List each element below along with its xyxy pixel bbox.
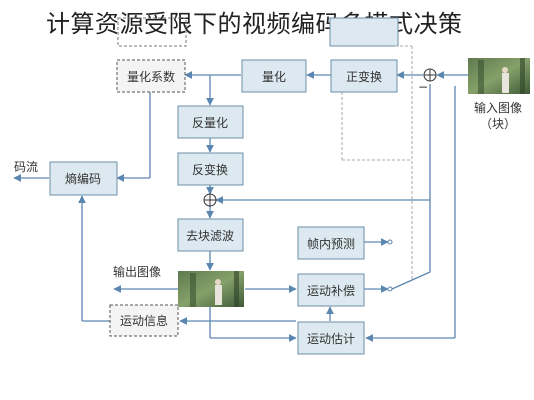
svg-text:运动估计: 运动估计 [307,332,355,346]
block-motion-comp: 运动补偿 [297,273,365,307]
block-quantize: 量化 [241,59,307,93]
switch-node-intra [387,239,393,245]
bitstream-label: 码流 [14,160,38,174]
svg-text:正变换: 正变换 [346,69,382,84]
block-quant-coeff: 量化系数 [116,59,186,93]
svg-text:运动信息: 运动信息 [120,313,168,328]
svg-text:熵编码: 熵编码 [65,171,101,186]
block-transform: 正变换 [330,59,398,93]
svg-text:运动补偿: 运动补偿 [307,283,355,298]
svg-text:反变换: 反变换 [192,162,228,177]
output-image-label: 输出图像 [113,264,161,279]
block-entropy: 熵编码 [49,161,118,196]
block-deblock: 去块滤波 [177,218,244,252]
svg-text:反量化: 反量化 [192,116,228,130]
svg-text:去块滤波: 去块滤波 [186,229,234,243]
data-flow-lines [13,71,468,342]
switch-node-inter [387,286,393,292]
svg-text:量化系数: 量化系数 [127,69,175,84]
block-intra-pred: 帧内预测 [297,226,365,260]
svg-text:量化: 量化 [262,70,286,84]
block-inverse-transform: 反变换 [177,152,244,186]
block-motion-info: 运动信息 [109,304,179,337]
top-box [329,17,399,47]
adder-reconstruction [203,193,217,207]
minus-sign: − [418,80,428,94]
control-lines [341,45,413,280]
top-dashed-box [117,17,187,47]
input-block-label: （块） [480,117,516,131]
block-motion-est: 运动估计 [297,321,365,355]
block-inverse-quant: 反量化 [177,105,244,139]
input-image-label: 输入图像 [474,100,522,115]
output-image-thumbnail [178,271,244,307]
summer-top [423,68,437,82]
svg-text:帧内预测: 帧内预测 [307,237,355,251]
input-image-thumbnail [468,58,530,94]
